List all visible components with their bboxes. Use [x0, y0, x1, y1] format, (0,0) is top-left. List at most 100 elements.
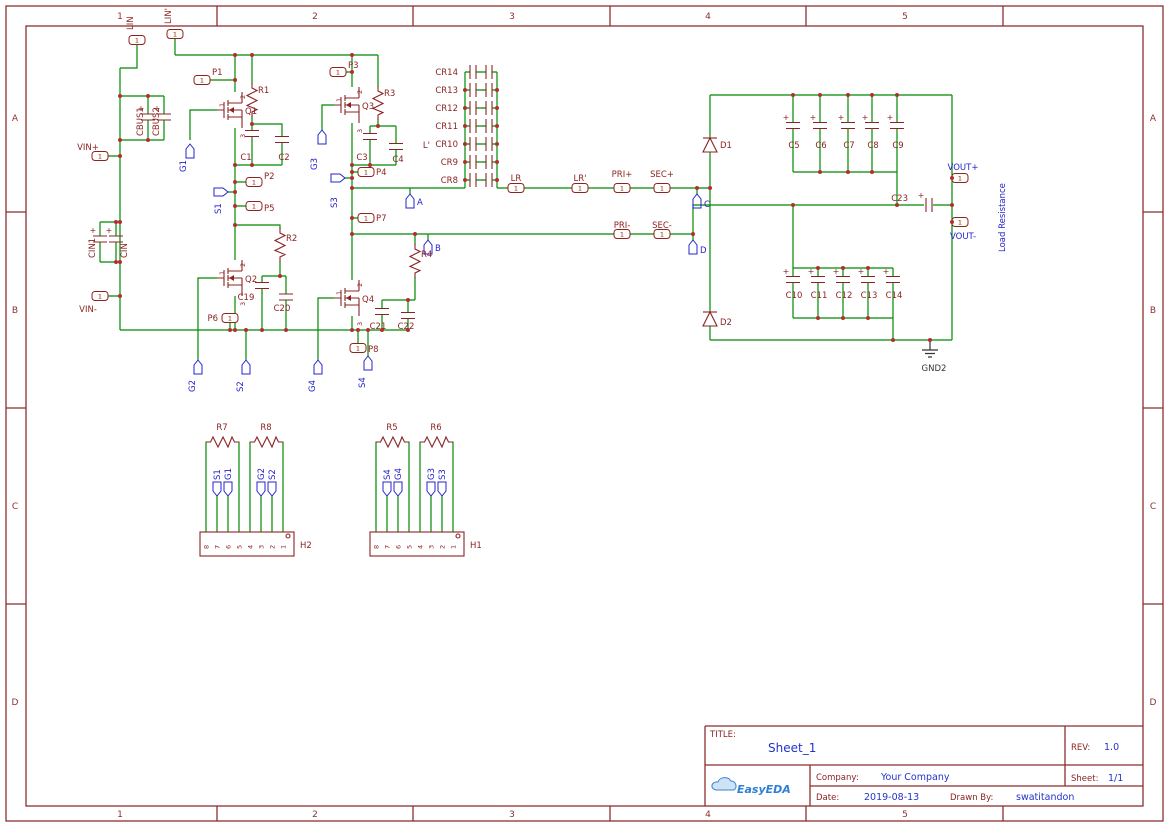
label-+[interactable]: + — [833, 267, 840, 276]
net-port-vin-plus[interactable]: 1 — [91, 151, 109, 161]
label-c6[interactable]: C6 — [815, 141, 826, 151]
label-lin[interactable]: LIN — [126, 16, 136, 30]
label-+[interactable]: + — [887, 113, 894, 122]
label-1[interactable]: 1 — [335, 98, 343, 102]
label-1[interactable]: 1 — [218, 103, 226, 107]
net-port-body[interactable] — [571, 183, 589, 193]
net-port-body[interactable] — [221, 313, 239, 323]
label-g3[interactable]: G3 — [427, 468, 437, 480]
resistor-r8[interactable] — [248, 436, 285, 448]
net-flag-g3[interactable] — [426, 481, 436, 497]
label-sec[interactable]: SEC- — [652, 221, 672, 231]
capacitor-cr13-b[interactable] — [485, 82, 493, 98]
capacitor-cr12-a[interactable] — [469, 100, 477, 116]
ground-gnd2[interactable] — [922, 340, 938, 358]
net-port-lin-prime[interactable]: 1 — [166, 29, 184, 39]
label-c8[interactable]: C8 — [867, 141, 878, 151]
label-r2[interactable]: R2 — [286, 234, 297, 244]
net-flag-g1[interactable] — [185, 143, 195, 159]
label-s4[interactable]: S4 — [383, 469, 393, 480]
capacitor-c21[interactable] — [374, 307, 390, 316]
label-vin[interactable]: VIN- — [79, 305, 97, 315]
resistor-r7[interactable] — [204, 436, 241, 448]
label-s1[interactable]: S1 — [213, 469, 223, 480]
capacitor-c3[interactable] — [362, 132, 378, 141]
net-port-p4[interactable]: 1 — [357, 167, 375, 177]
label-g4[interactable]: G4 — [394, 468, 404, 480]
label-loadresistance[interactable]: Load Resistance — [998, 183, 1008, 252]
capacitor-cr10-b[interactable] — [485, 136, 493, 152]
label-p1[interactable]: P1 — [212, 68, 223, 78]
label-lr[interactable]: LR' — [574, 174, 587, 184]
net-flag-g4[interactable] — [393, 481, 403, 497]
label-g1[interactable]: G1 — [224, 468, 234, 480]
label-s1[interactable]: S1 — [214, 203, 224, 214]
net-port-lin[interactable]: 1 — [128, 35, 146, 45]
label-3[interactable]: 3 — [356, 322, 364, 326]
net-flag-s2[interactable] — [267, 481, 277, 497]
label-p3[interactable]: P3 — [348, 61, 359, 71]
label-s2[interactable]: S2 — [268, 469, 278, 480]
label-pri+[interactable]: PRI+ — [612, 170, 633, 180]
wires-layer[interactable] — [99, 38, 953, 533]
resistor-r6[interactable] — [418, 436, 455, 448]
net-port-body[interactable] — [613, 183, 631, 193]
net-port-vout-plus[interactable]: 1 — [951, 173, 969, 183]
label-cbus2[interactable]: CBUS2 — [152, 107, 162, 136]
label-gnd2[interactable]: GND2 — [922, 364, 947, 374]
label-g4[interactable]: G4 — [308, 380, 318, 392]
net-flag-g2[interactable] — [256, 481, 266, 497]
label-+[interactable]: + — [858, 267, 865, 276]
capacitor-cr8-b[interactable] — [485, 172, 493, 188]
capacitor-cr12-b[interactable] — [485, 100, 493, 116]
label-r4[interactable]: R4 — [421, 250, 432, 260]
label-2[interactable]: 2 — [239, 263, 247, 267]
rev-value[interactable]: 1.0 — [1104, 742, 1119, 753]
label-b[interactable]: B — [435, 244, 441, 254]
label-g2[interactable]: G2 — [188, 380, 198, 392]
label-r3[interactable]: R3 — [384, 89, 395, 99]
net-port-body[interactable] — [357, 167, 375, 177]
label-+[interactable]: + — [808, 267, 815, 276]
label-+[interactable]: + — [154, 104, 161, 113]
label-+[interactable]: + — [883, 267, 890, 276]
net-port-body[interactable] — [613, 229, 631, 239]
net-flag-s4[interactable] — [382, 481, 392, 497]
net-flag-b[interactable] — [423, 239, 433, 255]
net-flag-a[interactable] — [405, 193, 415, 209]
label-sec+[interactable]: SEC+ — [650, 170, 674, 180]
capacitor-c14[interactable] — [885, 275, 901, 284]
label-+[interactable]: + — [90, 226, 97, 235]
net-flag-s3[interactable] — [437, 481, 447, 497]
net-port-body[interactable] — [245, 177, 263, 187]
label-vout+[interactable]: VOUT+ — [948, 163, 979, 173]
net-flag-s4[interactable] — [363, 355, 373, 371]
label-cin1[interactable]: CIN1 — [88, 238, 98, 258]
net-port-p3[interactable]: 1 — [329, 67, 347, 77]
net-flag-c[interactable] — [692, 193, 702, 209]
capacitor-cr11-b[interactable] — [485, 118, 493, 134]
label-+[interactable]: + — [918, 191, 925, 200]
label-c11[interactable]: C11 — [811, 291, 828, 301]
capacitor-c11[interactable] — [810, 275, 826, 284]
label-3[interactable]: 3 — [239, 134, 247, 138]
label-s4[interactable]: S4 — [358, 377, 368, 388]
net-port-sec-minus[interactable]: 1 — [653, 229, 671, 239]
date-value[interactable]: 2019-08-13 — [864, 792, 919, 803]
label-cr9[interactable]: CR9 — [441, 158, 458, 168]
label-p5[interactable]: P5 — [264, 204, 275, 214]
capacitor-cr9-a[interactable] — [469, 154, 477, 170]
resistor-r2[interactable] — [275, 228, 285, 262]
net-port-p2[interactable]: 1 — [245, 177, 263, 187]
label-c12[interactable]: C12 — [836, 291, 853, 301]
label-h2[interactable]: H2 — [300, 541, 312, 551]
net-port-body[interactable] — [166, 29, 184, 39]
label-c3[interactable]: C3 — [356, 153, 367, 163]
label-cr8[interactable]: CR8 — [441, 176, 458, 186]
label-p4[interactable]: P4 — [376, 168, 387, 178]
net-flag-d[interactable] — [688, 239, 698, 255]
capacitor-c6[interactable] — [812, 121, 828, 130]
net-port-body[interactable] — [349, 343, 367, 353]
capacitor-cr8-a[interactable] — [469, 172, 477, 188]
